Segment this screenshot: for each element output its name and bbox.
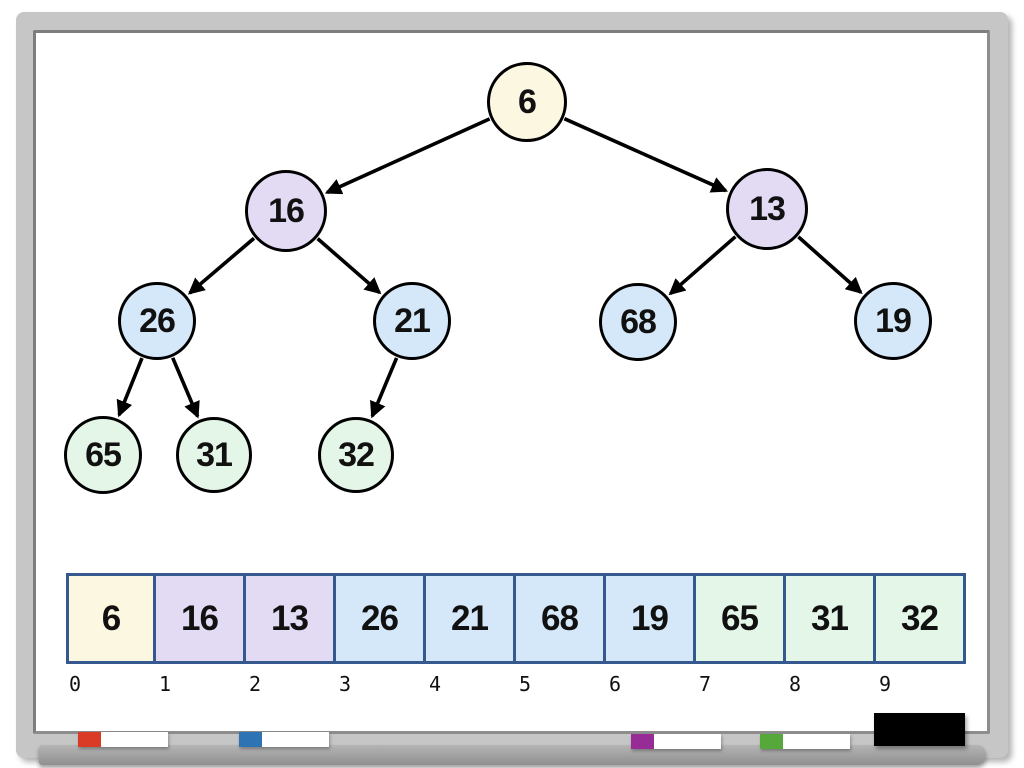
eraser [874, 713, 965, 746]
tree-node-19: 19 [854, 282, 932, 360]
purple-marker-cap [631, 734, 654, 749]
array-index-2: 2 [249, 672, 262, 696]
array-cell-8: 31 [786, 573, 876, 664]
array-cell-0: 6 [66, 573, 156, 664]
red-marker-cap [78, 732, 101, 747]
array-index-4: 4 [429, 672, 442, 696]
array-index-6: 6 [609, 672, 622, 696]
array-index-8: 8 [789, 672, 802, 696]
array-index-7: 7 [699, 672, 712, 696]
tree-node-31: 31 [176, 417, 252, 493]
tree-node-32: 32 [318, 417, 394, 493]
green-marker [760, 734, 850, 749]
blue-marker-body [262, 732, 329, 747]
green-marker-body [783, 734, 850, 749]
tree-node-65: 65 [64, 416, 142, 494]
array-index-1: 1 [159, 672, 172, 696]
array-cell-7: 65 [696, 573, 786, 664]
array-cell-4: 21 [426, 573, 516, 664]
tree-node-26: 26 [118, 282, 196, 360]
red-marker-body [101, 732, 168, 747]
array-cell-1: 16 [156, 573, 246, 664]
array-cell-3: 26 [336, 573, 426, 664]
array-cell-6: 19 [606, 573, 696, 664]
array-index-5: 5 [519, 672, 532, 696]
blue-marker-cap [239, 732, 262, 747]
array-cell-9: 32 [876, 573, 966, 664]
array-index-3: 3 [339, 672, 352, 696]
tree-node-6: 6 [487, 62, 567, 142]
tree-node-13: 13 [726, 168, 808, 250]
purple-marker-body [654, 734, 721, 749]
array-index-9: 9 [879, 672, 892, 696]
purple-marker [631, 734, 721, 749]
array-index-0: 0 [69, 672, 82, 696]
blue-marker [239, 732, 329, 747]
tree-node-21: 21 [373, 282, 451, 360]
array-cell-2: 13 [246, 573, 336, 664]
tree-node-68: 68 [599, 283, 677, 361]
array-cell-5: 68 [516, 573, 606, 664]
marker-tray [39, 745, 986, 765]
green-marker-cap [760, 734, 783, 749]
tree-node-16: 16 [245, 170, 327, 252]
red-marker [78, 732, 168, 747]
